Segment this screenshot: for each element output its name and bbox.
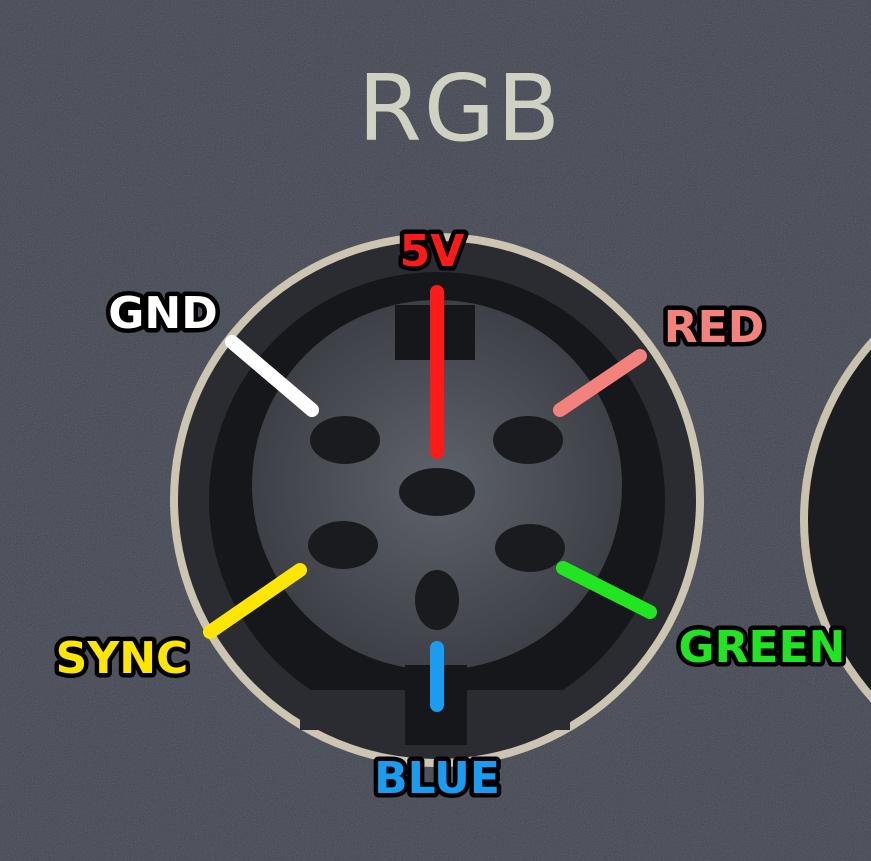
red-label: RED — [664, 302, 764, 353]
socket-pins — [308, 416, 565, 630]
gnd-line — [225, 335, 319, 417]
green-label: GREEN — [679, 622, 846, 673]
green-line — [556, 561, 657, 619]
red-line — [553, 349, 647, 417]
blue-label: BLUE — [374, 753, 500, 804]
sync-label: SYNC — [56, 633, 189, 684]
gnd-label: GND — [108, 288, 217, 339]
rgb-panel-label: RGB — [358, 55, 562, 162]
5v-label: 5V — [400, 226, 465, 277]
sync-line — [203, 563, 307, 639]
